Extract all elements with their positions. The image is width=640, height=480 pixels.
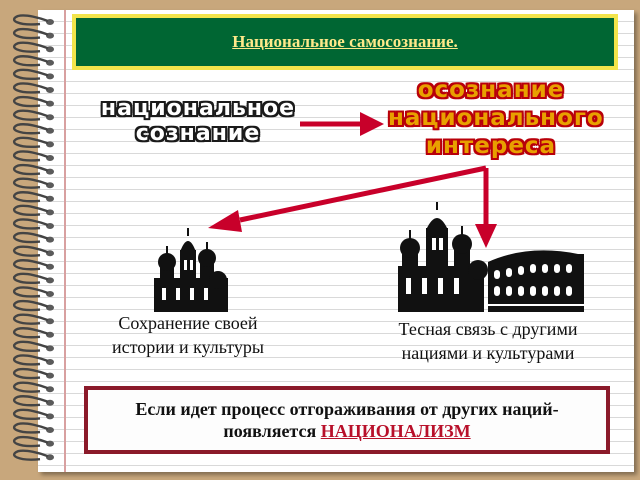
binding-ring	[12, 354, 54, 366]
binding-ring	[12, 218, 54, 230]
conclusion-prefix: появляется	[223, 421, 321, 441]
binding-ring	[12, 299, 54, 312]
binding-ring	[12, 68, 54, 80]
binding-ring	[12, 245, 54, 257]
binding-ring	[12, 109, 54, 121]
kremlin-cathedral-icon	[398, 202, 488, 312]
binding-ring	[12, 435, 54, 448]
arrow-right-icon	[300, 112, 384, 136]
conclusion-line1: Если идет процесс отгораживания от други…	[135, 399, 559, 419]
conclusion-box: Если идет процесс отгораживания от други…	[84, 386, 610, 454]
binding-ring	[12, 41, 54, 53]
spiral-binding-icon	[12, 14, 54, 461]
binding-ring	[12, 27, 54, 40]
kremlin-cathedral-icon	[154, 228, 228, 312]
binding-ring	[12, 422, 54, 434]
awareness-line1: осознание	[417, 77, 565, 103]
binding-ring	[12, 367, 54, 380]
margin-line	[64, 10, 66, 472]
binding-ring	[12, 204, 54, 216]
national-consciousness-line2: сознание	[135, 121, 261, 146]
binding-ring	[12, 82, 54, 94]
binding-ring	[12, 95, 54, 108]
binding-ring	[12, 177, 54, 189]
page-title: Национальное самосознание.	[232, 32, 458, 51]
national-interest-awareness-label: осознание национального интереса	[388, 76, 604, 160]
binding-ring	[12, 150, 54, 162]
arrow-down-icon	[475, 168, 497, 248]
binding-ring	[12, 286, 54, 298]
left-caption: Сохранение своей истории и культуры	[86, 311, 290, 359]
binding-ring	[12, 191, 54, 203]
binding-ring	[12, 408, 54, 420]
binding-ring	[12, 14, 54, 26]
right-caption-line1: Тесная связь с другими	[398, 319, 578, 339]
nationalism-keyword: НАЦИОНАЛИЗМ	[320, 421, 471, 441]
binding-ring	[12, 272, 54, 284]
right-caption: Тесная связь с другими нациями и культур…	[370, 317, 606, 365]
awareness-line2: национального	[388, 105, 604, 131]
arrow-to-left-branch-icon	[208, 165, 487, 232]
binding-ring	[12, 136, 54, 148]
national-consciousness-line1: национальное	[100, 96, 296, 121]
title-banner: Национальное самосознание.	[72, 14, 618, 70]
colosseum-icon	[488, 250, 584, 312]
left-caption-line2: истории и культуры	[111, 337, 265, 357]
left-caption-line1: Сохранение своей	[118, 313, 258, 333]
conclusion-line2: появляется НАЦИОНАЛИЗМ	[223, 420, 470, 442]
binding-ring	[12, 259, 54, 271]
national-consciousness-label: национальное сознание	[92, 96, 304, 146]
binding-ring	[12, 55, 54, 67]
binding-ring	[12, 123, 54, 135]
binding-ring	[12, 395, 54, 407]
binding-ring	[12, 449, 54, 461]
binding-ring	[12, 327, 54, 339]
right-caption-line2: нациями и культурами	[401, 343, 575, 363]
binding-ring	[12, 231, 54, 244]
binding-ring	[12, 381, 54, 393]
awareness-line3: интереса	[425, 133, 557, 159]
binding-ring	[12, 163, 54, 176]
binding-ring	[12, 313, 54, 325]
binding-ring	[12, 340, 54, 352]
